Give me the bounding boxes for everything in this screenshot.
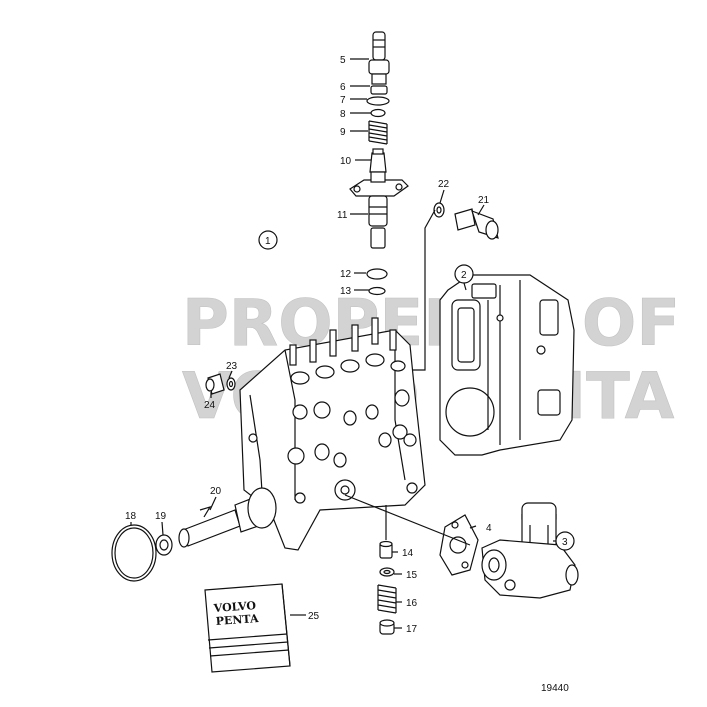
- part-9-spring: [368, 120, 388, 145]
- part-6-sleeve: [370, 85, 388, 95]
- callout-25: 25: [308, 611, 320, 622]
- callout-1: 1: [265, 236, 271, 247]
- callout-19: 19: [155, 511, 167, 522]
- circled-callouts: 1 2 3: [258, 230, 575, 551]
- part-15-washer: [379, 567, 395, 577]
- part-5-fitting: [368, 31, 390, 85]
- callout-7: 7: [340, 95, 346, 106]
- part-14-plunger: [379, 540, 393, 559]
- part-2-cover: [439, 274, 575, 456]
- callout-1-circle: [258, 230, 278, 250]
- delivery-valve-stack: [349, 31, 409, 296]
- part-16-spring: [377, 584, 397, 614]
- callout-16: 16: [406, 598, 418, 609]
- callout-22: 22: [438, 179, 450, 190]
- callout-15: 15: [406, 570, 418, 581]
- housing-studs: [289, 317, 397, 366]
- leader-housing-to-gasket: [344, 494, 471, 546]
- housing-bores: [248, 353, 418, 504]
- part-19-seal: [155, 534, 173, 556]
- part-1-pump-housing: [239, 317, 426, 551]
- part-13-o-ring: [368, 286, 386, 296]
- part-23-washer: [226, 377, 236, 391]
- callout-18: 18: [125, 511, 137, 522]
- callout-2: 2: [461, 270, 467, 281]
- callout-labels: 5 6 7 8 9 10 11 12 13 22 21 23 24 18 19 …: [125, 55, 569, 694]
- book-text-penta: PENTA: [215, 612, 259, 628]
- callout-17: 17: [406, 624, 418, 635]
- callout-20: 20: [210, 486, 222, 497]
- callout-9: 9: [340, 127, 346, 138]
- callout-23: 23: [226, 361, 238, 372]
- part-18-o-ring: [111, 524, 157, 582]
- leader-lines: [130, 58, 556, 629]
- part-3-feed-pump: [481, 502, 579, 599]
- callout-4: 4: [486, 523, 492, 534]
- part-20-camshaft: [178, 487, 277, 548]
- callout-8: 8: [340, 109, 346, 120]
- callout-24: 24: [204, 400, 216, 411]
- callout-2-circle: [454, 264, 474, 284]
- part-4-gasket: [439, 514, 479, 576]
- part-7-o-ring: [366, 96, 390, 106]
- callout-5: 5: [340, 55, 346, 66]
- part-10-delivery-valve: [369, 148, 387, 173]
- part-18-o-ring-inner: [114, 527, 154, 579]
- callout-3-circle: [555, 531, 575, 551]
- part-22-washer: [433, 202, 445, 218]
- part-11-valve-holder: [349, 171, 409, 249]
- callout-14: 14: [402, 548, 414, 559]
- watermark-line1: PROPERTY OF: [182, 287, 680, 361]
- callout-6: 6: [340, 82, 346, 93]
- part-21-union: [454, 208, 499, 240]
- callout-12: 12: [340, 269, 352, 280]
- part-24-screw: [205, 373, 225, 395]
- part-25-manual: VOLVO PENTA: [204, 583, 291, 673]
- callout-11: 11: [337, 210, 348, 221]
- figure-number: 19440: [541, 683, 569, 694]
- callout-10: 10: [340, 156, 352, 167]
- callout-3: 3: [562, 537, 568, 548]
- part-8-washer: [370, 108, 386, 118]
- book-text-volvo: VOLVO: [212, 599, 256, 615]
- part-12-o-ring: [366, 268, 388, 280]
- callout-13: 13: [340, 286, 352, 297]
- part-17-cap: [379, 619, 395, 635]
- callout-21: 21: [478, 195, 490, 206]
